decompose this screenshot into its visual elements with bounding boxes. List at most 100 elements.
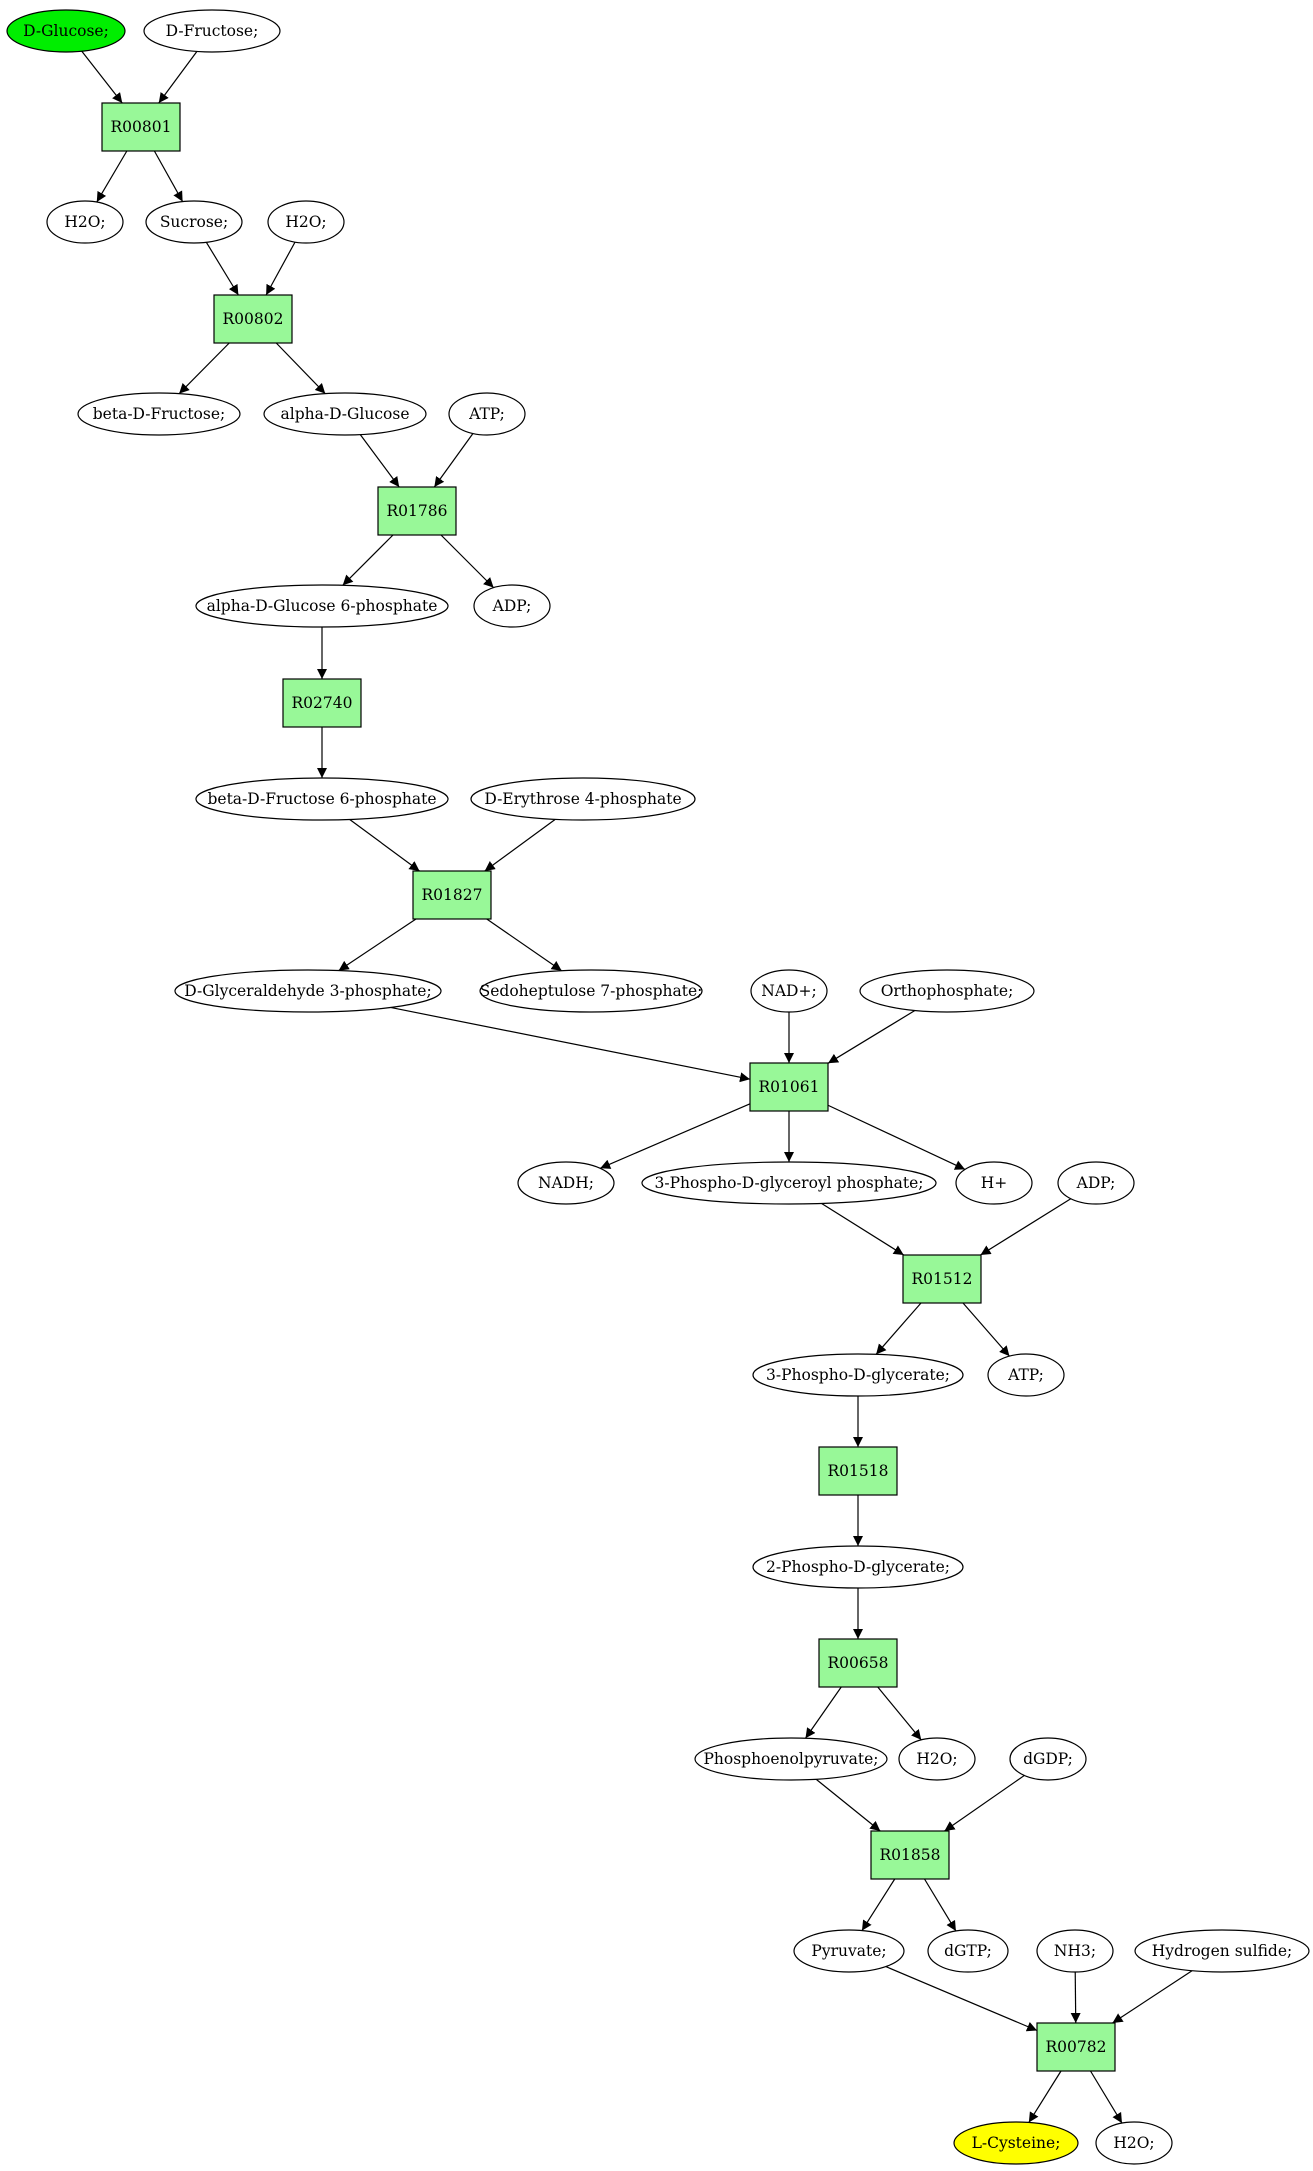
reaction-r_01061: R01061 (749, 1062, 829, 1112)
compound-label: D-Fructose; (166, 22, 259, 40)
reaction-r_01518: R01518 (818, 1446, 898, 1496)
compound-shape (195, 584, 449, 628)
edge-r_01786-to-c_aglc6p (342, 534, 394, 586)
compound-c_s7p: Sedoheptulose 7-phosphate; (479, 969, 703, 1013)
edge-r_01786-to-c_adp_1 (440, 534, 495, 589)
compound-label: 3-Phospho-D-glyceroyl phosphate; (654, 1174, 923, 1192)
compound-label: dGDP; (1023, 1750, 1073, 1768)
compound-label: dGTP; (944, 1942, 992, 1960)
edge-r_01061-to-c_nadh (599, 1103, 751, 1169)
compound-label: Pyruvate; (811, 1942, 886, 1960)
compound-shape (859, 969, 1035, 1013)
reaction-label: R01512 (912, 1270, 973, 1288)
compound-label: ADP; (492, 597, 532, 615)
compound-shape (1009, 1737, 1087, 1781)
compound-shape (1036, 1929, 1114, 1973)
compound-label: NH3; (1054, 1942, 1096, 1960)
reaction-r_01786: R01786 (377, 486, 457, 536)
reaction-r_01512: R01512 (902, 1254, 982, 1304)
edge-r_00658-to-c_pep (804, 1686, 842, 1739)
compound-label: H2O; (285, 213, 326, 231)
edge-r_00782-to-c_h2o_4 (1089, 2070, 1123, 2124)
compound-c_adp_1: ADP; (473, 584, 551, 628)
reaction-label: R01858 (880, 1846, 941, 1864)
compound-shape (1134, 1929, 1310, 1973)
compound-label: Orthophosphate; (881, 982, 1014, 1000)
compound-c_h2o_3: H2O; (898, 1737, 976, 1781)
reaction-shape (902, 1254, 982, 1304)
compound-label: beta-D-Fructose 6-phosphate (207, 790, 436, 808)
reaction-label: R01827 (422, 886, 483, 904)
compound-label: D-Glyceraldehyde 3-phosphate; (184, 982, 431, 1000)
reaction-shape (101, 102, 181, 152)
compound-shape (263, 392, 427, 436)
compound-shape (694, 1737, 888, 1781)
edge-r_01827-to-c_s7p (486, 918, 563, 972)
compound-label: H2O; (64, 213, 105, 231)
compound-c_13bpg: 3-Phospho-D-glyceroyl phosphate; (641, 1161, 937, 1205)
compound-shape (927, 1929, 1009, 1973)
reaction-shape (1036, 2022, 1116, 2072)
edge-c_13bpg-to-r_01512 (821, 1202, 905, 1256)
edge-c_atp_1-to-r_01786 (433, 433, 474, 488)
compound-shape (6, 9, 126, 53)
compound-label: Phosphoenolpyruvate; (703, 1750, 878, 1768)
compound-label: ATP; (1007, 1366, 1044, 1384)
compound-label: NADH; (538, 1174, 594, 1192)
compound-c_dgdp: dGDP; (1009, 1737, 1087, 1781)
compound-c_aglc: alpha-D-Glucose (263, 392, 427, 436)
compound-shape (473, 584, 551, 628)
compound-c_g3p: D-Glyceraldehyde 3-phosphate; (174, 969, 442, 1013)
compound-label: Sedoheptulose 7-phosphate; (480, 982, 703, 1000)
compound-label: H2O; (1113, 2134, 1154, 2152)
compound-c_dgtp: dGTP; (927, 1929, 1009, 1973)
reaction-r_01827: R01827 (412, 870, 492, 920)
compound-label: ATP; (468, 405, 505, 423)
compound-c_aglc6p: alpha-D-Glucose 6-phosphate (195, 584, 449, 628)
compound-shape (752, 1545, 964, 1589)
compound-shape (143, 9, 281, 53)
compound-shape (174, 969, 442, 1013)
compound-label: D-Glucose; (23, 22, 109, 40)
compound-c_2pg: 2-Phospho-D-glycerate; (752, 1545, 964, 1589)
compound-label: NAD+; (761, 982, 816, 1000)
compound-shape (77, 392, 241, 436)
edge-r_00801-to-c_h2o_1 (96, 150, 128, 203)
edge-c_h2s-to-r_00782 (1112, 1970, 1193, 2024)
edge-r_01858-to-c_dgtp (923, 1878, 957, 1932)
compound-shape (145, 200, 243, 244)
reaction-r_00658: R00658 (818, 1638, 898, 1688)
compound-label: Hydrogen sulfide; (1152, 1942, 1293, 1960)
compound-label: H+ (981, 1174, 1008, 1192)
compound-shape (267, 200, 345, 244)
edge-c_bf6p-to-r_01827 (349, 819, 420, 872)
compound-c_h2s: Hydrogen sulfide; (1134, 1929, 1310, 1973)
compound-c_adp_2: ADP; (1057, 1161, 1135, 1205)
reaction-label: R01061 (759, 1078, 820, 1096)
edge-c_pyr-to-r_00782 (885, 1966, 1038, 2032)
edge-c_dgdp-to-r_01858 (944, 1774, 1025, 1832)
edge-c_aglc-to-r_01786 (359, 434, 400, 488)
compound-label: Sucrose; (160, 213, 228, 231)
reaction-label: R00801 (111, 118, 172, 136)
compound-c_h2o_1: H2O; (46, 200, 124, 244)
compound-c_fructose: D-Fructose; (143, 9, 281, 53)
compound-c_sucrose: Sucrose; (145, 200, 243, 244)
reaction-r_00801: R00801 (101, 102, 181, 152)
compound-shape (470, 777, 696, 821)
compound-shape (955, 1161, 1033, 1205)
compound-c_h2o_4: H2O; (1095, 2121, 1173, 2165)
reaction-shape (213, 294, 293, 344)
edge-c_e4p-to-r_01827 (484, 818, 556, 872)
edge-r_01827-to-c_g3p (338, 918, 417, 972)
compound-c_h2o_2: H2O; (267, 200, 345, 244)
compound-label: H2O; (916, 1750, 957, 1768)
reaction-shape (282, 678, 362, 728)
reaction-label: R02740 (292, 694, 353, 712)
reaction-r_00802: R00802 (213, 294, 293, 344)
compound-c_cys: L-Cysteine; (953, 2121, 1079, 2165)
edge-c_h2o_2-to-r_00802 (265, 241, 296, 296)
compound-c_3pg: 3-Phospho-D-glycerate; (752, 1353, 964, 1397)
reaction-r_01858: R01858 (870, 1830, 950, 1880)
edge-r_01512-to-c_atp_2 (962, 1302, 1010, 1357)
